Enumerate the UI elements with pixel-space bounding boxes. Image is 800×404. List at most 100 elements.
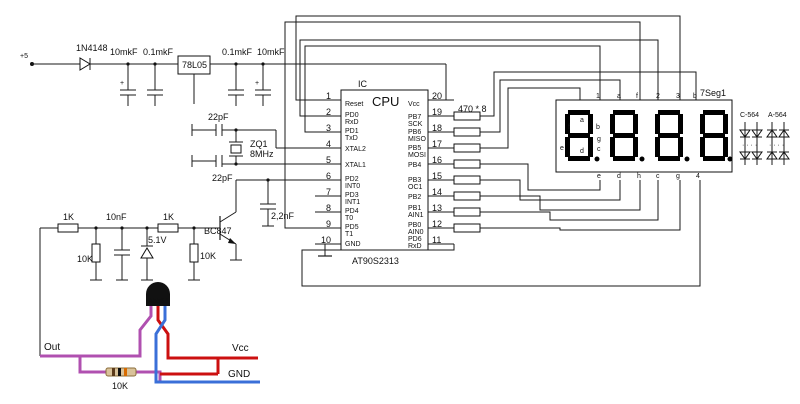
svg-text:PB1: PB1	[408, 205, 421, 212]
svg-text:g: g	[676, 173, 680, 180]
svg-text:15: 15	[432, 171, 442, 181]
svg-text:T1: T1	[345, 231, 353, 238]
svg-text:AIN1: AIN1	[408, 212, 424, 219]
svg-text:b: b	[596, 124, 600, 131]
svg-text:RxD: RxD	[345, 119, 359, 126]
crystal-cap-top-label: 22pF	[208, 112, 229, 122]
svg-text:PB7: PB7	[408, 114, 421, 121]
gnd-wire	[154, 306, 260, 384]
crystal-cap-bottom-label: 22pF	[212, 173, 233, 183]
cap-10nf-label: 10nF	[106, 212, 127, 222]
svg-text:GND: GND	[345, 241, 361, 248]
svg-text:19: 19	[432, 107, 442, 117]
cap4-label: 10mkF	[257, 47, 285, 57]
svg-text:OC1: OC1	[408, 184, 423, 191]
ic-body	[340, 89, 429, 251]
svg-text:PD5: PD5	[345, 224, 359, 231]
zener-label: 5.1V	[148, 235, 167, 245]
ic-ref: IC	[358, 79, 368, 89]
svg-text:18: 18	[432, 123, 442, 133]
seven-segment-display: 7Seg1 1 a f 2 3 b e d h c g 4	[555, 88, 733, 180]
crystal-freq: 8MHz	[250, 149, 274, 159]
svg-text:12: 12	[432, 219, 442, 229]
svg-text:13: 13	[432, 203, 442, 213]
microcontroller: IC CPU AT90S2313 1 Reset 2 PD0 RxD 3 PD1…	[315, 79, 454, 266]
ic-left-pins: 1 Reset 2 PD0 RxD 3 PD1 TxD 4 XTAL2 5 XT…	[315, 91, 366, 257]
r1-label: 1K	[63, 212, 74, 222]
svg-text:MISO: MISO	[408, 136, 426, 143]
ic-part-label: AT90S2313	[352, 256, 399, 266]
vcc-label: Vcc	[232, 343, 249, 354]
digit-2	[610, 110, 645, 162]
svg-text:PB4: PB4	[408, 162, 421, 169]
svg-text:RxD: RxD	[408, 243, 422, 250]
display-ref: 7Seg1	[700, 88, 726, 98]
svg-text:INT0: INT0	[345, 183, 360, 190]
hall-sensor-a5564	[146, 282, 170, 306]
svg-text:PD1: PD1	[345, 128, 359, 135]
svg-text:+: +	[255, 80, 259, 87]
svg-text:1: 1	[596, 93, 600, 100]
svg-text:f: f	[568, 124, 570, 131]
svg-text:PB0: PB0	[408, 222, 421, 229]
svg-text:4: 4	[326, 139, 331, 149]
svg-text:TxD: TxD	[345, 135, 358, 142]
svg-text:c: c	[597, 146, 601, 153]
svg-text:b: b	[693, 93, 697, 100]
svg-text:PD0: PD0	[345, 112, 359, 119]
svg-text:d: d	[580, 148, 584, 155]
svg-text:PD6: PD6	[408, 236, 422, 243]
svg-text:17: 17	[432, 139, 442, 149]
out-wire	[40, 306, 153, 358]
svg-text:8: 8	[326, 203, 331, 213]
svg-text:XTAL1: XTAL1	[345, 162, 366, 169]
svg-text:d: d	[617, 173, 621, 180]
crystal-zq1	[230, 144, 242, 154]
svg-text:PB6: PB6	[408, 129, 421, 136]
svg-text:e: e	[597, 173, 601, 180]
svg-text:h: h	[637, 173, 641, 180]
svg-text:g: g	[597, 136, 601, 143]
svg-text:PB2: PB2	[408, 194, 421, 201]
svg-text:3: 3	[326, 123, 331, 133]
svg-text:· · · ·: · · · ·	[742, 142, 757, 149]
svg-text:PD4: PD4	[345, 208, 359, 215]
svg-text:2: 2	[656, 93, 660, 100]
svg-text:XTAL2: XTAL2	[345, 146, 366, 153]
crystal-ref: ZQ1	[250, 139, 268, 149]
cap2-2nf-label: 2,2nF	[271, 211, 295, 221]
vcc-wire	[156, 306, 258, 360]
svg-text:6: 6	[326, 171, 331, 181]
svg-text:+: +	[120, 80, 124, 87]
digit-3	[655, 110, 690, 162]
diode-1n4148	[79, 57, 91, 71]
crystal-oscillator: 22pF 22pF ZQ1 8MHz	[191, 112, 315, 183]
svg-text:· · · ·: · · · ·	[769, 142, 784, 149]
pullup-label: 10K	[112, 381, 128, 391]
ic-right-pins: 20 Vcc 19 PB7 SCK 18 PB6 MISO 17 PB5 MOS…	[408, 91, 454, 250]
svg-text:INT1: INT1	[345, 199, 360, 206]
diode-label: 1N4148	[76, 43, 108, 53]
svg-text:Reset: Reset	[345, 101, 363, 108]
svg-text:10: 10	[321, 235, 331, 245]
resistor-r1	[57, 223, 79, 233]
svg-text:PB3: PB3	[408, 177, 421, 184]
cap3-label: 0.1mkF	[222, 47, 253, 57]
svg-text:14: 14	[432, 187, 442, 197]
digit-1	[565, 110, 600, 162]
svg-text:4: 4	[696, 173, 700, 180]
input-voltage-label: +5	[20, 53, 28, 60]
svg-text:1: 1	[326, 91, 331, 101]
svg-text:a: a	[580, 117, 584, 124]
svg-text:PD2: PD2	[345, 176, 359, 183]
out-label: Out	[44, 342, 60, 353]
r2-label: 1K	[163, 212, 174, 222]
transistor-label: BC847	[204, 226, 232, 236]
svg-text:Vcc: Vcc	[408, 101, 420, 108]
resistor-r2	[157, 223, 179, 233]
svg-text:MOSI: MOSI	[408, 152, 426, 159]
r3-label: 10K	[200, 251, 216, 261]
cap2-label: 0.1mkF	[143, 47, 174, 57]
svg-text:7: 7	[326, 187, 331, 197]
